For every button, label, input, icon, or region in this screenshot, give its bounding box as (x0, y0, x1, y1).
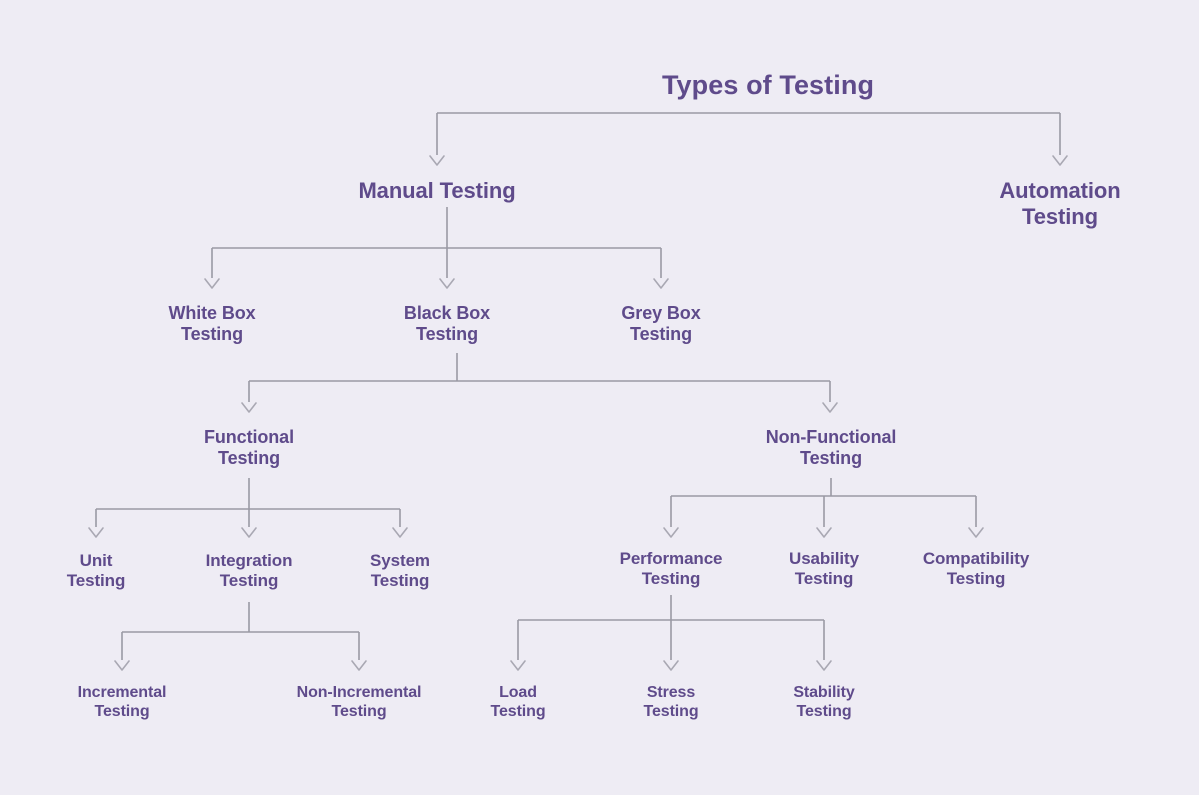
node-incremental-testing: Incremental Testing (77, 684, 167, 720)
node-white-box-testing: White Box Testing (168, 303, 256, 345)
arrowhead-icon-system (392, 527, 408, 538)
node-usability-testing: Usability Testing (789, 549, 859, 589)
arrowhead-icon-nonincremental (351, 660, 367, 671)
arrowhead-icon-functional (241, 402, 257, 413)
arrowhead-icon-whitebox (204, 278, 220, 289)
arrowhead-icon-unit (88, 527, 104, 538)
arrowhead-icon-usability (816, 527, 832, 538)
arrowhead-icon-compatibility (968, 527, 984, 538)
arrowhead-icon-greybox (653, 278, 669, 289)
node-non-incremental-testing: Non-Incremental Testing (296, 684, 422, 720)
node-stability-testing: Stability Testing (793, 684, 855, 720)
arrowhead-icon-manual (429, 155, 445, 166)
node-performance-testing: Performance Testing (619, 549, 723, 589)
node-types-of-testing: Types of Testing (661, 70, 875, 100)
arrowhead-icon-automation (1052, 155, 1068, 166)
node-load-testing: Load Testing (490, 684, 546, 720)
arrowhead-icon-blackbox (439, 278, 455, 289)
arrowhead-icon-performance (663, 527, 679, 538)
node-system-testing: System Testing (370, 551, 430, 591)
node-black-box-testing: Black Box Testing (403, 303, 491, 345)
node-compatibility-testing: Compatibility Testing (922, 549, 1030, 589)
arrowhead-icon-stability (816, 660, 832, 671)
node-non-functional-testing: Non-Functional Testing (765, 427, 897, 469)
node-stress-testing: Stress Testing (643, 684, 699, 720)
node-manual-testing: Manual Testing (358, 178, 516, 203)
node-functional-testing: Functional Testing (204, 427, 294, 469)
arrowhead-icon-stress (663, 660, 679, 671)
arrowhead-icon-load (510, 660, 526, 671)
node-automation-testing: Automation Testing (999, 178, 1121, 229)
node-unit-testing: Unit Testing (66, 551, 126, 591)
arrowhead-icon-integration (241, 527, 257, 538)
arrowhead-icon-nonfunctional (822, 402, 838, 413)
arrowhead-icon-incremental (114, 660, 130, 671)
node-integration-testing: Integration Testing (205, 551, 293, 591)
node-grey-box-testing: Grey Box Testing (621, 303, 701, 345)
